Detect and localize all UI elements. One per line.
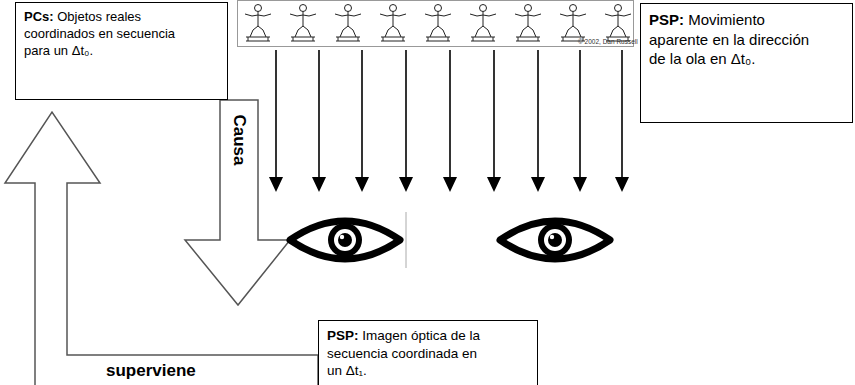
arrow-label: superviene — [106, 361, 196, 381]
concept-box: PSP:Movimiento aparente en la dirección … — [640, 3, 853, 123]
cause-arrow — [185, 100, 290, 305]
wave-panel — [238, 1, 634, 47]
stick-figures — [245, 5, 631, 42]
copyright-note: © 2002, Dan Russell — [578, 38, 638, 45]
concept-box: PSP:Imagen óptica de la secuencia coordi… — [318, 320, 538, 385]
divider-line — [406, 212, 407, 268]
box-heading: PCs: — [24, 9, 54, 24]
left-eye — [290, 221, 400, 259]
sight-arrows — [269, 50, 629, 192]
arrow-label: Causa — [229, 114, 249, 165]
box-heading: PSP: — [649, 11, 684, 28]
concept-box: PCs:Objetos reales coordinados en secuen… — [15, 2, 228, 100]
box-heading: PSP: — [327, 328, 359, 343]
right-eye — [500, 221, 610, 259]
